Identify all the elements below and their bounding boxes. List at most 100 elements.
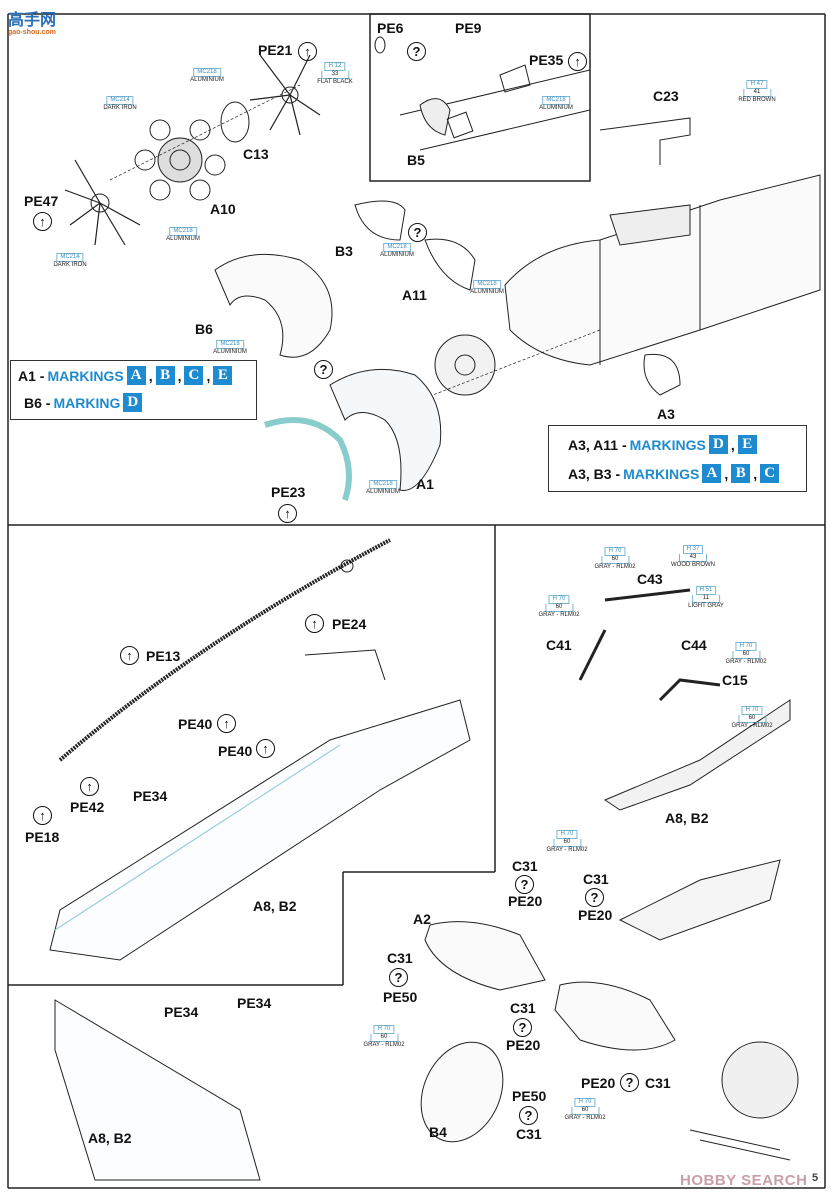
- paint-name: ALUMINIUM: [190, 77, 224, 83]
- paint-code: MC218: [193, 68, 221, 77]
- optional-question-icon: ?: [519, 1106, 538, 1125]
- paint-name: DARK IRON: [53, 262, 87, 268]
- paint-name: GRAY - RLM02: [546, 847, 588, 853]
- paint-code: MC214: [56, 253, 84, 262]
- photo-etch-arrow-icon: ↑: [217, 714, 236, 733]
- optional-question-icon: ?: [389, 968, 408, 987]
- paint-name: DARK IRON: [103, 105, 137, 111]
- paint-number: 41: [743, 89, 771, 97]
- paint-name: ALUMINIUM: [166, 236, 200, 242]
- part-label: PE20: [581, 1075, 616, 1091]
- part-label: PE40: [218, 743, 253, 759]
- marking-badge: E: [737, 435, 757, 454]
- part-label: PE35: [529, 52, 564, 68]
- paint-name: ALUMINIUM: [470, 289, 504, 295]
- paint-code: H 70: [574, 1098, 596, 1107]
- markings-word: MARKINGS: [623, 465, 700, 482]
- part-label: A8, B2: [253, 898, 297, 914]
- paint-name: GRAY - RLM02: [594, 564, 636, 570]
- part-label: PE20: [506, 1037, 541, 1053]
- paint-code: MC218: [383, 243, 411, 252]
- paint-name: FLAT BLACK: [317, 79, 353, 85]
- paint-code: H 70: [548, 595, 570, 604]
- part-label: C23: [653, 88, 679, 104]
- fuselage-rear-drawing: [49, 538, 471, 1181]
- photo-etch-arrow-icon: ↑: [298, 42, 317, 61]
- hobby-search-watermark: HOBBY SEARCH: [680, 1172, 808, 1189]
- paint-name: GRAY - RLM02: [731, 723, 773, 729]
- optional-question-icon: ?: [513, 1018, 532, 1037]
- photo-etch-arrow-icon: ↑: [120, 646, 139, 665]
- part-label: C44: [681, 637, 707, 653]
- paint-code: H 37: [682, 545, 704, 554]
- part-label: PE21: [258, 42, 293, 58]
- markings-parts: A3, B3 -: [568, 465, 621, 482]
- paint-code: H 47: [746, 80, 768, 89]
- paint-number: 60: [601, 556, 629, 564]
- site-logo-url: gao-shou.com: [8, 29, 56, 36]
- markings-word: MARKING: [53, 394, 121, 411]
- part-label: A2: [413, 911, 431, 927]
- marking-badge: D: [708, 435, 728, 454]
- part-label: PE50: [512, 1088, 547, 1104]
- paint-code: H 70: [741, 706, 763, 715]
- markings-word: MARKINGS: [629, 436, 706, 453]
- part-label: C31: [387, 950, 413, 966]
- markings-parts: A1 -: [18, 367, 45, 384]
- photo-etch-arrow-icon: ↑: [33, 212, 52, 231]
- marking-badge: B: [155, 366, 175, 385]
- paint-code: H 70: [604, 547, 626, 556]
- paint-code: MC218: [169, 227, 197, 236]
- paint-number: 60: [545, 604, 573, 612]
- paint-number: 33: [321, 71, 349, 79]
- part-label: C31: [512, 858, 538, 874]
- photo-etch-arrow-icon: ↑: [80, 777, 99, 796]
- optional-question-icon: ?: [407, 42, 426, 61]
- part-label: PE42: [70, 799, 105, 815]
- part-label: C43: [637, 571, 663, 587]
- part-label: PE34: [133, 788, 168, 804]
- part-label: B3: [335, 243, 353, 259]
- paint-code: H 70: [373, 1025, 395, 1034]
- paint-name: GRAY - RLM02: [564, 1115, 606, 1121]
- part-label: PE20: [508, 893, 543, 909]
- paint-name: GRAY - RLM02: [363, 1042, 405, 1048]
- cockpit-inset-drawing: [374, 36, 591, 151]
- paint-name: WOOD BROWN: [671, 562, 715, 568]
- marking-badge: E: [213, 366, 233, 385]
- paint-code: H 12: [324, 62, 346, 71]
- marking-badge: C: [760, 464, 780, 483]
- paint-name: GRAY - RLM02: [538, 612, 580, 618]
- cowling-drawing: [214, 253, 442, 501]
- part-label: C31: [645, 1075, 671, 1091]
- part-label: PE34: [164, 1004, 199, 1020]
- engine-drawing: [64, 54, 321, 246]
- paint-number: 60: [553, 839, 581, 847]
- paint-code: MC214: [106, 96, 134, 105]
- part-label: B5: [407, 152, 425, 168]
- part-label: C31: [516, 1126, 542, 1142]
- paint-name: ALUMINIUM: [539, 105, 573, 111]
- fuselage-front-drawing: [354, 117, 821, 401]
- part-label: A8, B2: [665, 810, 709, 826]
- optional-question-icon: ?: [515, 875, 534, 894]
- part-label: A1: [416, 476, 434, 492]
- rudder-controls-drawing: [578, 588, 791, 811]
- paint-name: RED BROWN: [738, 97, 776, 103]
